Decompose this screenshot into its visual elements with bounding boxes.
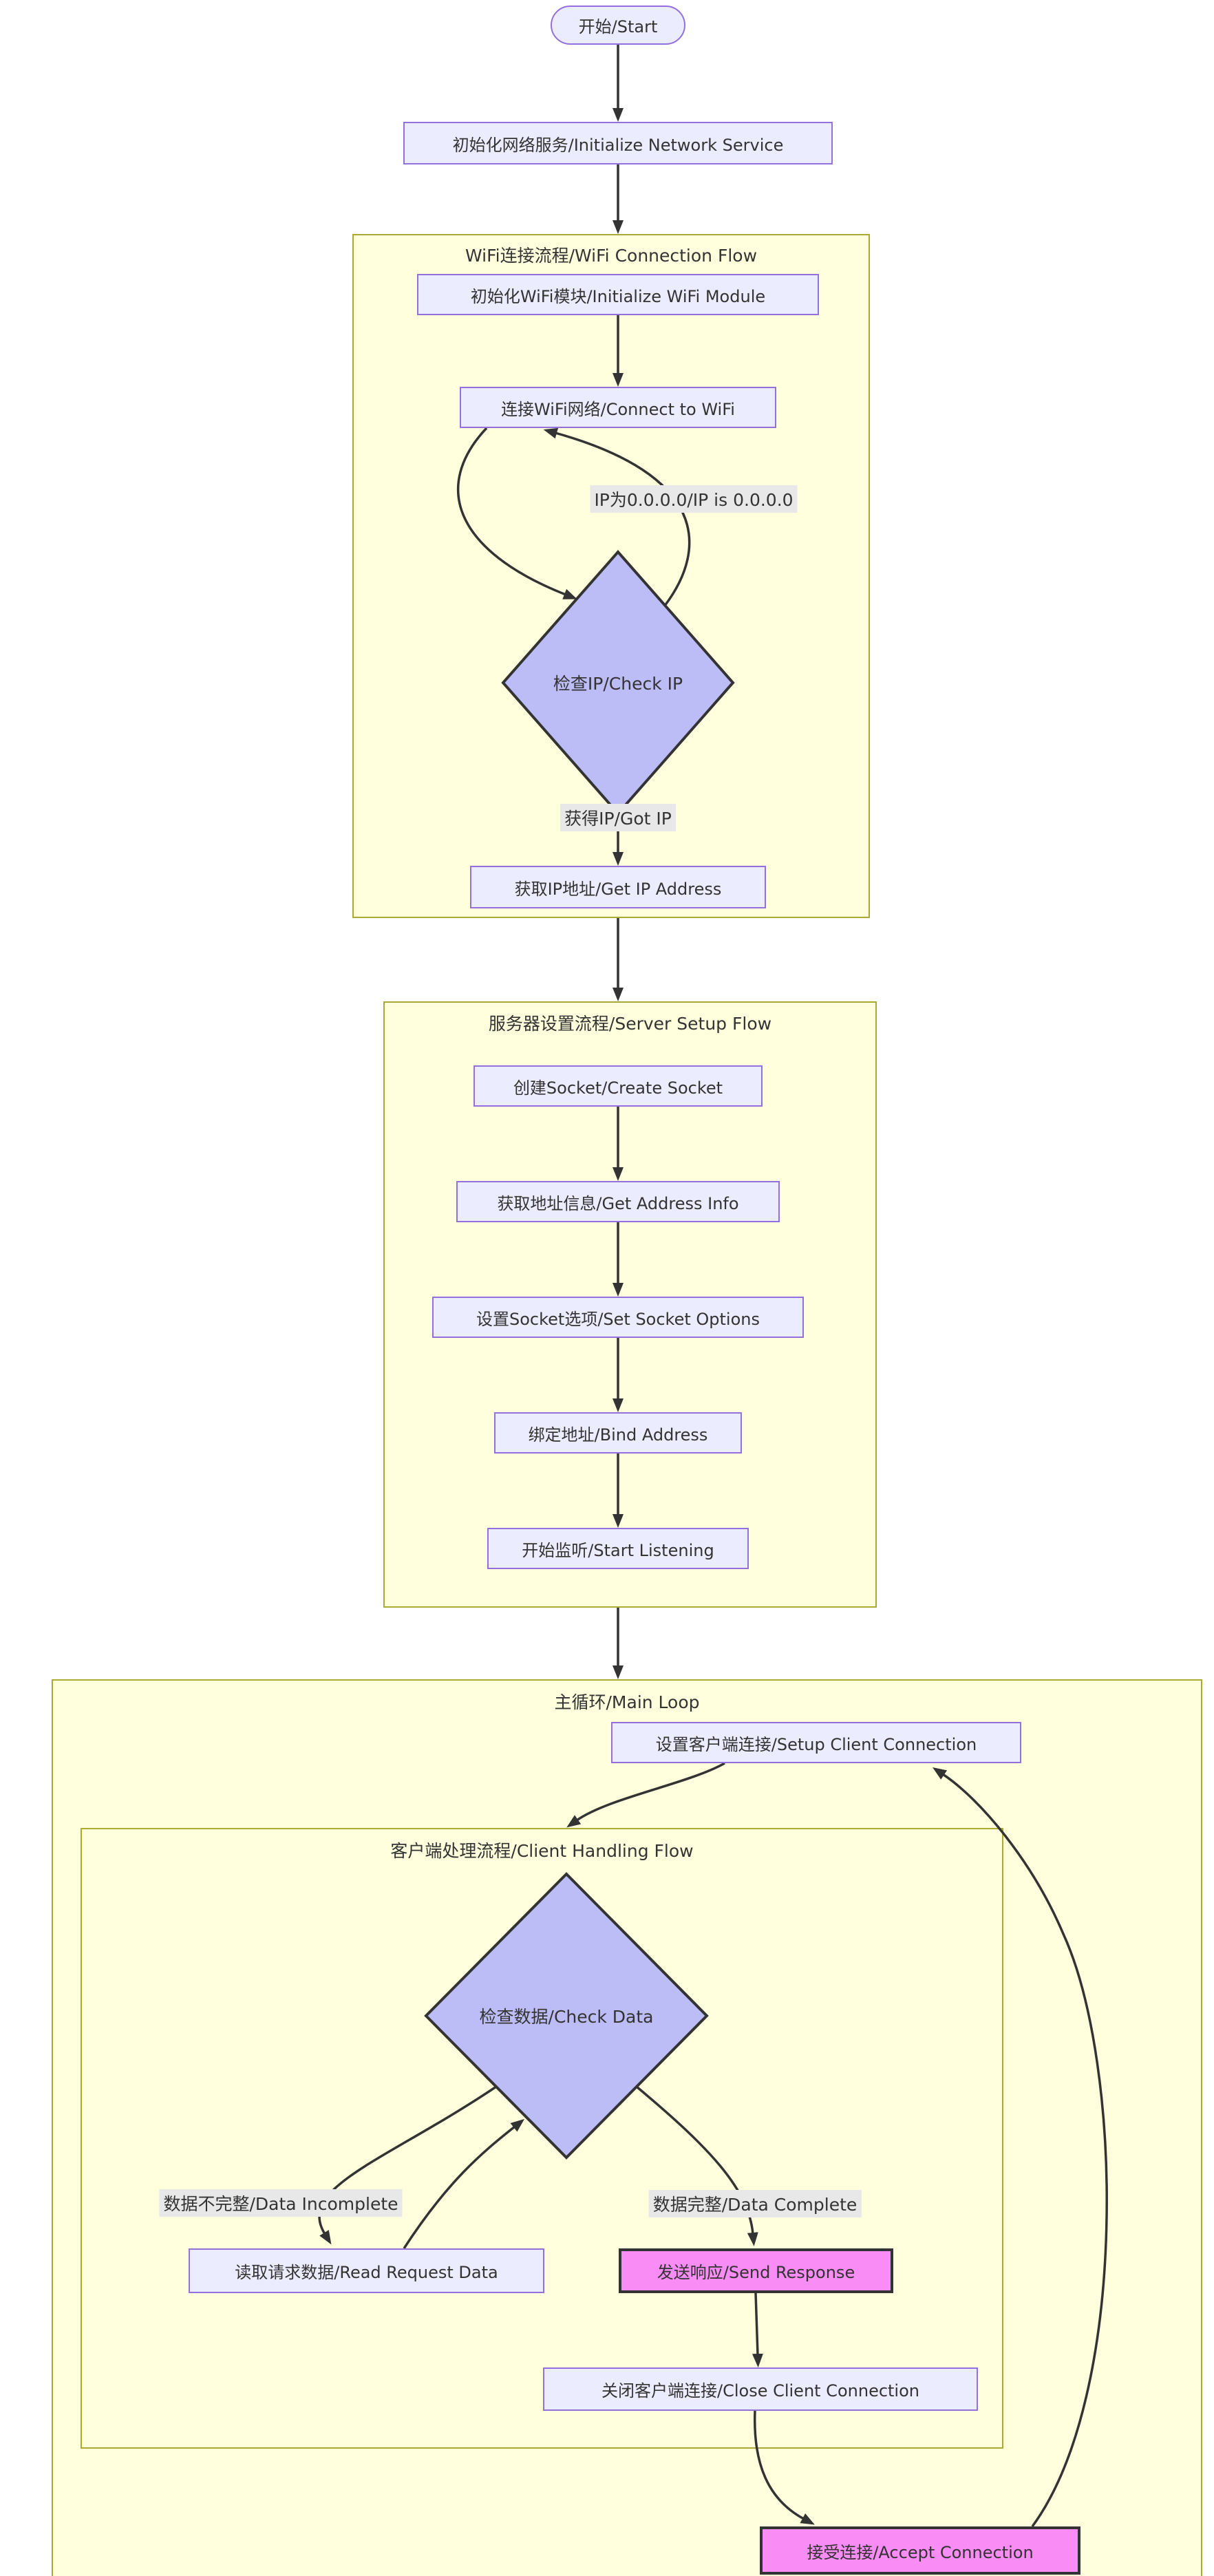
node-check-ip-label: 检查IP/Check IP (553, 674, 683, 694)
node-send-response: 发送响应/Send Response (619, 2248, 893, 2293)
node-set-socket-options: 设置Socket选项/Set Socket Options (432, 1297, 804, 1338)
edge-label-got-ip: 获得IP/Got IP (560, 804, 676, 831)
node-get-ip-address: 获取IP地址/Get IP Address (470, 866, 766, 908)
edge-setup-to-clientflow (566, 1762, 725, 1828)
node-bind-address: 绑定地址/Bind Address (494, 1412, 742, 1454)
node-read-request-data: 读取请求数据/Read Request Data (189, 2248, 544, 2293)
node-start-listening: 开始监听/Start Listening (487, 1528, 749, 1569)
edge-label-ip-is-zero: IP为0.0.0.0/IP is 0.0.0.0 (590, 485, 798, 513)
edge-connect-to-checkip (456, 427, 577, 599)
node-check-data-label: 检查数据/Check Data (479, 2007, 654, 2027)
edge-accept-to-setup (933, 1767, 1108, 2528)
node-connect-wifi: 连接WiFi网络/Connect to WiFi (460, 387, 776, 428)
edge-close-to-accept (753, 2410, 815, 2525)
edge-label-data-complete: 数据完整/Data Complete (648, 2190, 862, 2217)
edge-read-to-checkdata (403, 2118, 525, 2249)
node-create-socket: 创建Socket/Create Socket (473, 1065, 763, 1107)
subgraph-title-client: 客户端处理流程/Client Handling Flow (390, 1841, 694, 1861)
subgraph-title-mainloop: 主循环/Main Loop (554, 1692, 700, 1712)
edge-send-to-close (752, 2292, 763, 2367)
node-init-network-service: 初始化网络服务/Initialize Network Service (403, 122, 833, 164)
edge-label-data-incomplete: 数据不完整/Data Incomplete (159, 2189, 403, 2217)
node-init-wifi-module: 初始化WiFi模块/Initialize WiFi Module (417, 274, 819, 315)
node-close-client-connection: 关闭客户端连接/Close Client Connection (543, 2367, 978, 2411)
node-get-address-info: 获取地址信息/Get Address Info (456, 1181, 780, 1222)
node-accept-connection: 接受连接/Accept Connection (760, 2526, 1080, 2575)
node-setup-client-connection: 设置客户端连接/Setup Client Connection (611, 1722, 1021, 1763)
check-data-diamond-shape (424, 1872, 709, 2160)
subgraph-title-server: 服务器设置流程/Server Setup Flow (488, 1014, 772, 1034)
edge-checkip-to-connect (543, 427, 691, 607)
subgraph-title-wifi: WiFi连接流程/WiFi Connection Flow (465, 246, 758, 266)
node-start: 开始/Start (551, 6, 685, 45)
